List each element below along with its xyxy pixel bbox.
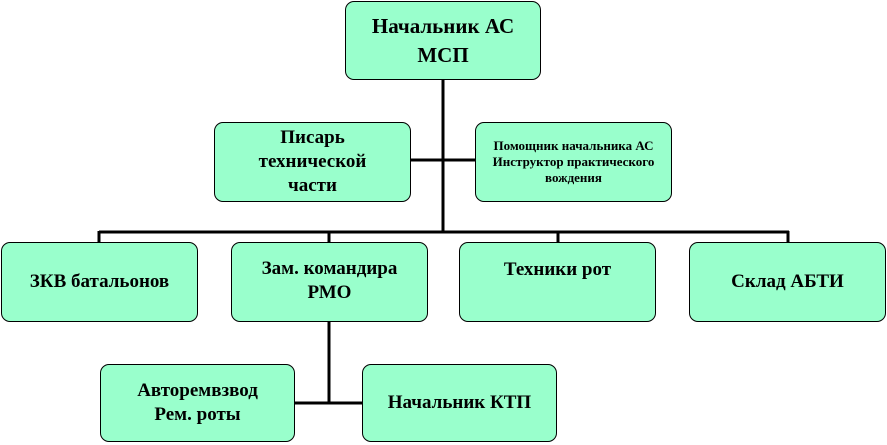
box-deputy-label: Зам. командира РМО — [261, 258, 398, 303]
box-assistant-instructor: Помощник начальника АС Инструктор практи… — [475, 122, 672, 202]
box-company-technicians: Техники рот — [459, 242, 656, 322]
box-clerk-label: Писарь технической части — [258, 127, 367, 196]
box-warehouse-label: Склад АБТИ — [731, 271, 844, 293]
box-zkv-battalions: ЗКВ батальонов — [1, 242, 198, 322]
box-deputy-commander: Зам. командира РМО — [231, 242, 428, 322]
box-head-of-service: Начальник АС МСП — [345, 1, 541, 80]
box-techs-label: Техники рот — [503, 259, 612, 280]
box-warehouse: Склад АБТИ — [689, 242, 886, 322]
box-assistant-label: Помощник начальника АС Инструктор практи… — [492, 137, 655, 186]
box-repair-platoon: Авторемвзвод Рем. роты — [100, 364, 295, 442]
box-head-label: Начальник АС МСП — [371, 14, 515, 67]
box-technical-clerk: Писарь технической части — [214, 122, 411, 202]
box-repair-label: Авторемвзвод Рем. роты — [137, 380, 258, 425]
box-ktp-chief: Начальник КТП — [362, 364, 557, 442]
box-ktp-label: Начальник КТП — [387, 392, 532, 414]
box-zkv-label: ЗКВ батальонов — [29, 271, 170, 293]
